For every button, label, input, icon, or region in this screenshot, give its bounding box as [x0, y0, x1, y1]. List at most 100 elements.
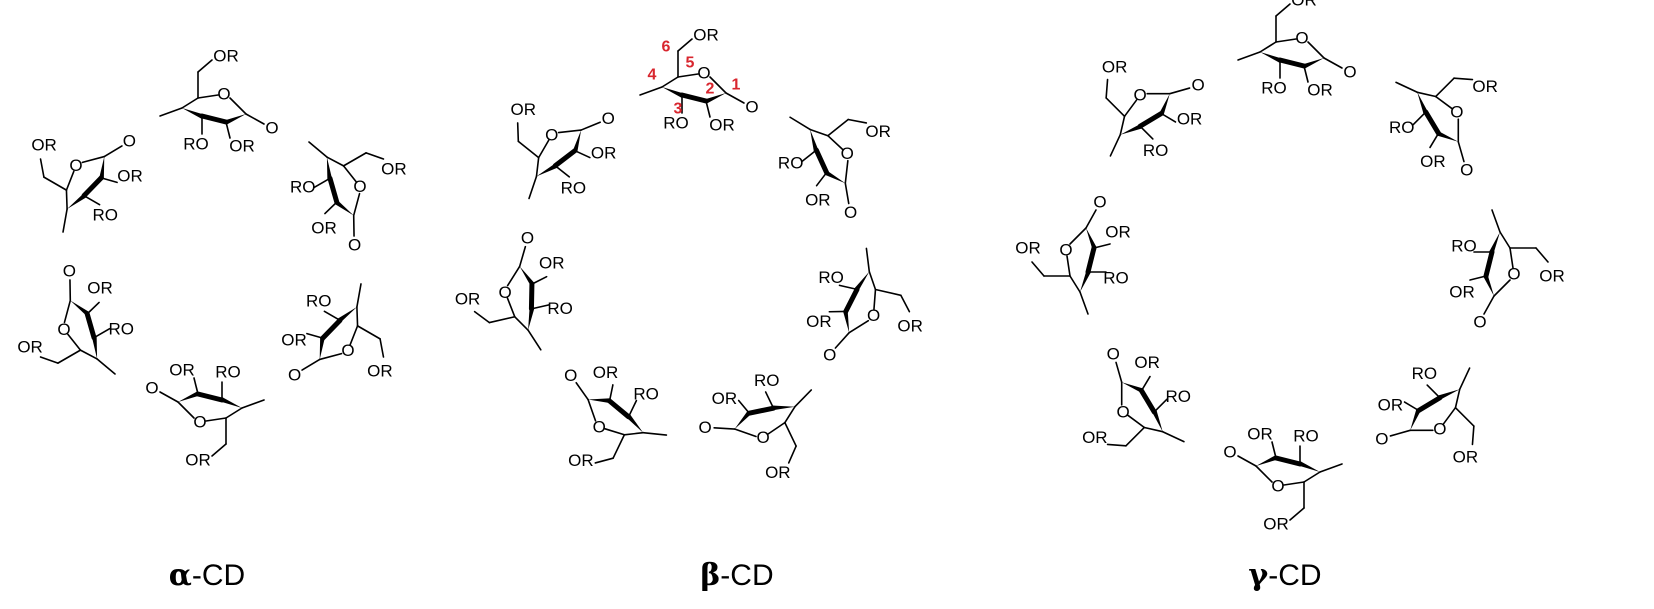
or-label-c6: OR	[1082, 428, 1108, 447]
wedge-bond	[627, 414, 644, 433]
ro-label-c3: RO	[1412, 364, 1438, 383]
bond	[100, 177, 118, 184]
wedge-bond	[222, 397, 242, 408]
bond	[580, 121, 601, 131]
bond	[1483, 295, 1495, 315]
ring-oxygen-label: O	[341, 341, 354, 360]
bond	[205, 417, 227, 422]
bond	[661, 76, 679, 88]
wedge-bond	[326, 157, 332, 180]
bond	[623, 431, 644, 436]
bond	[39, 356, 59, 364]
bold-bond	[552, 148, 578, 169]
bond	[847, 118, 868, 124]
ro-label-c3: RO	[93, 205, 119, 224]
bond	[827, 134, 844, 151]
or-label-c6: OR	[213, 47, 239, 66]
bond	[725, 92, 745, 104]
bond	[1069, 227, 1087, 245]
wedge-bond	[706, 93, 726, 104]
atom-number-4: 4	[648, 67, 657, 84]
bond	[865, 247, 871, 273]
or-label-c6: OR	[1539, 267, 1565, 286]
ring-oxygen-label: O	[757, 428, 770, 447]
bond	[1499, 231, 1511, 249]
bond	[352, 192, 361, 217]
or-label-c2: OR	[1420, 152, 1446, 171]
bold-bond	[1416, 395, 1443, 413]
wedge-bond	[854, 271, 870, 290]
bond	[848, 319, 870, 334]
glycosidic-oxygen-label: O	[1093, 193, 1106, 212]
caption-beta-cd: β-CD	[607, 558, 867, 593]
bond	[352, 214, 355, 237]
or-label-c6: OR	[1472, 77, 1498, 96]
bond	[794, 389, 813, 408]
wedge-bond	[1410, 408, 1421, 431]
wedge-bond	[1417, 92, 1428, 115]
glycosidic-oxygen-label: O	[699, 418, 712, 437]
or-label-c2: OR	[591, 144, 617, 163]
bold-bond	[195, 391, 225, 403]
or-label-c6: OR	[511, 100, 536, 119]
bold-bond	[1139, 388, 1157, 415]
wedge-bond	[99, 156, 105, 180]
glycosidic-oxygen-label: O	[745, 98, 758, 117]
glycosidic-oxygen-label: O	[823, 345, 836, 364]
ro-label-c3: RO	[818, 268, 844, 287]
atom-number-6: 6	[662, 39, 671, 56]
bond	[639, 86, 663, 96]
bond	[518, 245, 527, 268]
bond	[62, 208, 68, 233]
bond	[1289, 507, 1305, 521]
bold-bond	[1273, 455, 1303, 467]
ro-label-c3: RO	[1261, 79, 1287, 98]
ring-oxygen-label: O	[1433, 419, 1446, 438]
wedge-bond	[70, 300, 90, 315]
glycosidic-oxygen-label: O	[1107, 344, 1120, 363]
bond	[787, 445, 797, 464]
wedge-bond	[1489, 232, 1500, 252]
bond	[488, 315, 516, 324]
bond	[1143, 426, 1164, 433]
bond	[356, 325, 381, 340]
bond	[1412, 111, 1427, 126]
wedge-bond	[662, 87, 682, 98]
bond	[1139, 125, 1154, 140]
bond	[1237, 51, 1261, 61]
or-label-c6: OR	[693, 26, 719, 45]
bold-bond	[813, 147, 830, 176]
ro-label-c3: RO	[290, 178, 316, 197]
bond	[844, 159, 849, 185]
bond	[1458, 367, 1471, 391]
bond	[784, 405, 796, 424]
glycosidic-oxygen-label: O	[1473, 313, 1486, 332]
bond	[1105, 97, 1126, 118]
bond	[809, 128, 829, 137]
bond	[815, 171, 828, 187]
bond	[513, 315, 529, 331]
bond	[365, 152, 385, 160]
or-label-c2: OR	[805, 191, 831, 210]
bond	[1093, 243, 1111, 249]
bond	[379, 338, 385, 358]
ro-label-c3: RO	[1293, 427, 1319, 446]
bond	[709, 76, 727, 94]
bond	[1434, 77, 1455, 98]
glycosidic-oxygen-label: O	[1191, 76, 1204, 95]
ring-oxygen-label: O	[697, 64, 710, 83]
caption-suffix: -CD	[720, 559, 774, 592]
bond	[342, 165, 357, 183]
bond	[1493, 279, 1511, 297]
